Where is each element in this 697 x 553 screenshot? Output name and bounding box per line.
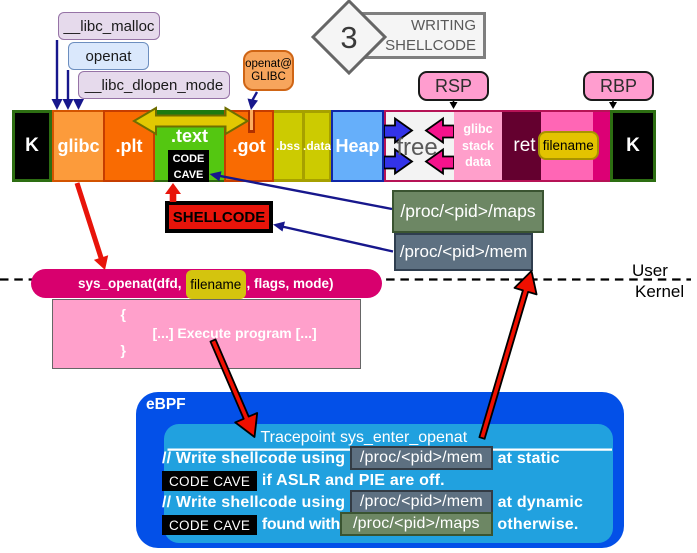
svg-text:free: free <box>396 134 437 161</box>
svg-text:3: 3 <box>340 20 357 55</box>
